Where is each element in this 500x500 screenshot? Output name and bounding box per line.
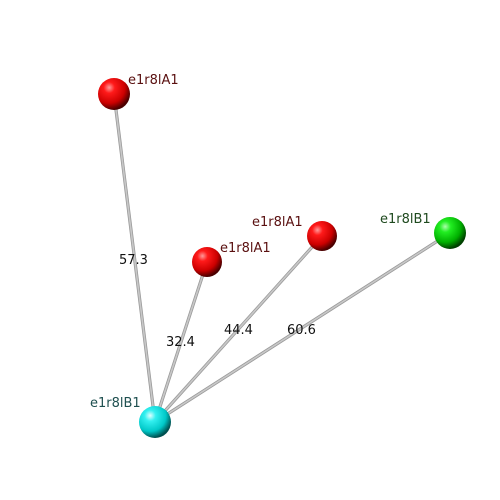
distance-label: 60.6 xyxy=(287,323,316,338)
bond-b1_cyan-a1_top xyxy=(112,92,157,424)
distance-labels-layer: 57.3 32.4 44.4 60.6 xyxy=(119,253,316,350)
atom-label: e1r8lB1 xyxy=(380,212,431,227)
atom-labels-layer: e1r8lA1 e1r8lA1 e1r8lA1 e1r8lB1 e1r8lB1 xyxy=(90,73,431,411)
bond-b1_cyan-a1_right xyxy=(153,234,324,424)
atom-sphere-red[interactable] xyxy=(307,221,337,251)
atom-sphere-red[interactable] xyxy=(192,247,222,277)
atom-label: e1r8lA1 xyxy=(252,215,303,230)
atom-sphere-cyan[interactable] xyxy=(139,406,171,438)
atom-sphere-green[interactable] xyxy=(434,217,466,249)
atom-label: e1r8lB1 xyxy=(90,396,141,411)
distance-label: 57.3 xyxy=(119,253,148,268)
atoms-layer xyxy=(98,78,466,438)
atom-label: e1r8lA1 xyxy=(128,73,179,88)
bonds-layer xyxy=(112,92,452,424)
atom-label: e1r8lA1 xyxy=(220,241,271,256)
distance-label: 44.4 xyxy=(224,323,253,338)
bond-b1_cyan-a1_mid xyxy=(153,260,209,424)
bond-b1_cyan-b1_green xyxy=(153,231,452,424)
atom-sphere-red[interactable] xyxy=(98,78,130,110)
distance-label: 32.4 xyxy=(166,335,195,350)
